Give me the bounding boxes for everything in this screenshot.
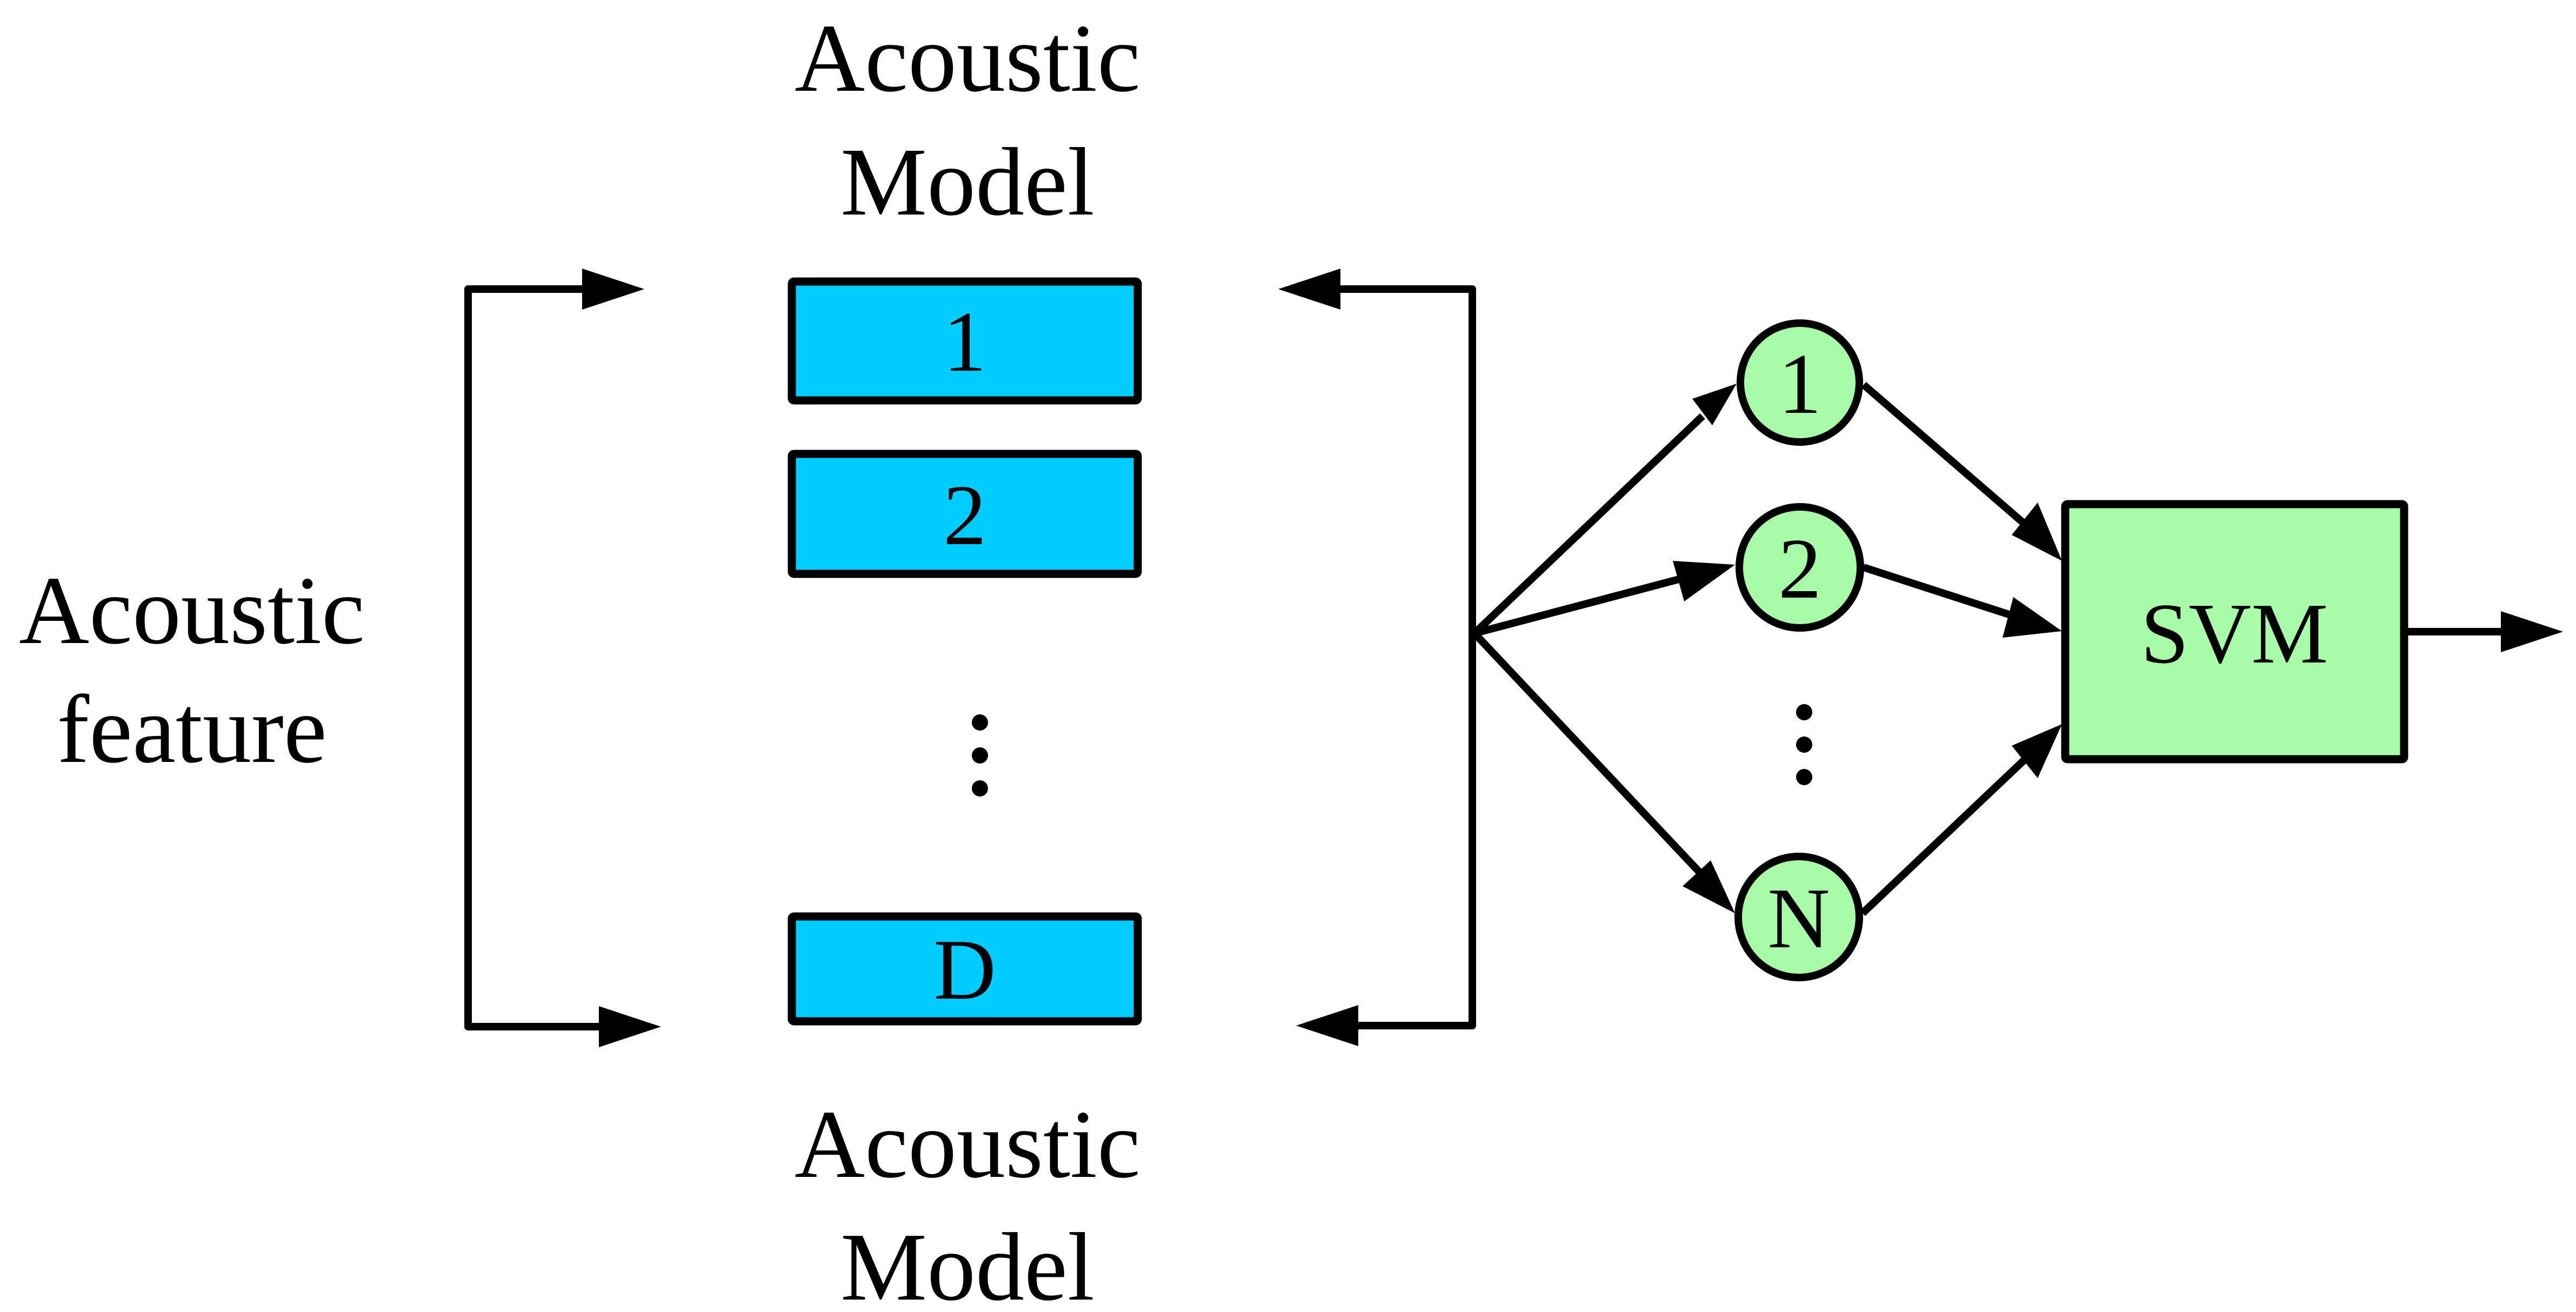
- acoustic-model-d: D: [788, 912, 1142, 1026]
- arrow-into-node-n: [1683, 860, 1735, 913]
- node-n: N: [1734, 853, 1863, 981]
- input-bracket: [464, 269, 661, 1047]
- ellipsis-dot: [972, 714, 988, 731]
- fan-out-connectors: [1471, 384, 1737, 913]
- node-2: 2: [1736, 503, 1864, 632]
- ellipsis-dot: [1796, 704, 1812, 720]
- arrow-into-svm-2: [2003, 597, 2062, 638]
- arrow-from-bottom-model: [1296, 1005, 1358, 1046]
- arrow-into-svm-1: [2012, 503, 2062, 561]
- arrow-to-bottom-model: [599, 1006, 661, 1047]
- arrow-into-node-1: [1692, 384, 1737, 425]
- node-circle: [1737, 319, 1863, 446]
- input-bracket-line: [464, 285, 603, 1030]
- node-label: 2: [1778, 520, 1821, 617]
- arrow-into-node-2: [1673, 561, 1735, 601]
- fan-in-connectors: [1860, 381, 2062, 916]
- input-label: Acoustic feature: [19, 557, 365, 783]
- top-model-label-line-1: Acoustic: [795, 4, 1140, 112]
- top-model-label: Acoustic Model: [795, 4, 1140, 236]
- acoustic-model-label: 2: [943, 467, 986, 563]
- ellipsis-dot: [1796, 737, 1812, 753]
- top-model-label-line-2: Model: [840, 128, 1095, 236]
- output-arrow: [2408, 611, 2563, 652]
- output-bracket: [1278, 269, 1476, 1046]
- node-label: 1: [1778, 336, 1821, 432]
- connector-node-2-to-svm: [1862, 564, 2020, 621]
- acoustic-model-label: D: [933, 921, 996, 1018]
- svm-classifier: SVM: [2061, 500, 2408, 764]
- output-arrow-head: [2501, 611, 2563, 652]
- arrow-from-top-model: [1278, 269, 1340, 310]
- acoustic-model-1: 1: [788, 277, 1142, 405]
- model-ellipsis-icon: [972, 714, 988, 796]
- connector-to-node-2: [1473, 573, 1690, 637]
- svm-box: [2061, 500, 2408, 764]
- node-ellipsis-icon: [1796, 704, 1812, 785]
- node-1: 1: [1737, 319, 1863, 446]
- node-circle: [1736, 503, 1864, 632]
- ellipsis-dot: [972, 780, 988, 796]
- acoustic-model-2: 2: [788, 450, 1142, 578]
- node-circle: [1734, 853, 1863, 981]
- arrow-to-top-model: [582, 269, 644, 310]
- connector-node-n-to-svm: [1860, 753, 2031, 916]
- acoustic-model-label: 1: [943, 293, 986, 390]
- connector-node-1-to-svm: [1861, 381, 2031, 530]
- output-bracket-line: [1335, 285, 1476, 1029]
- input-label-line-2: feature: [57, 675, 327, 783]
- acoustic-model-box: [788, 912, 1142, 1026]
- connector-to-node-1: [1472, 413, 1705, 637]
- ellipsis-dot: [1796, 769, 1812, 785]
- bottom-model-label: Acoustic Model: [795, 1090, 1140, 1312]
- svm-label: SVM: [2141, 585, 2328, 681]
- input-label-line-1: Acoustic: [19, 557, 365, 664]
- node-label: N: [1767, 870, 1830, 966]
- arrow-into-svm-n: [2012, 724, 2062, 778]
- acoustic-model-box: [788, 450, 1142, 578]
- ellipsis-dot: [972, 747, 988, 764]
- connector-to-node-n: [1471, 631, 1705, 877]
- bottom-model-label-line-2: Model: [840, 1213, 1095, 1312]
- acoustic-model-box: [788, 277, 1142, 405]
- bottom-model-label-line-1: Acoustic: [795, 1090, 1140, 1198]
